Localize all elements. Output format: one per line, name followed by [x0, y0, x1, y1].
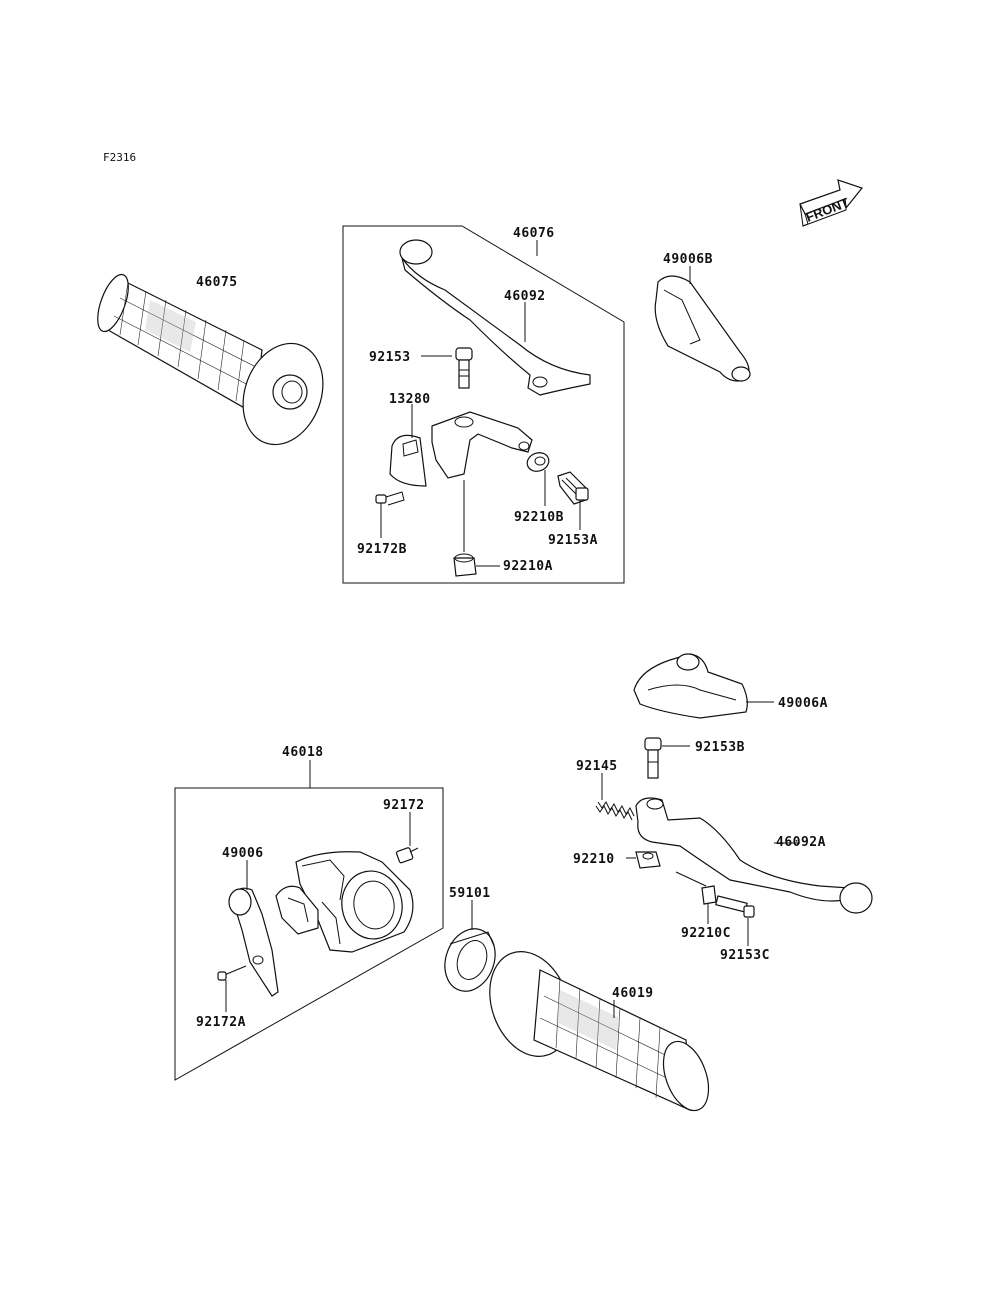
throttle-housing — [295, 851, 414, 953]
label-92153B: 92153B — [695, 740, 745, 755]
lever-46092A — [635, 797, 873, 914]
lever-cover-49006B — [654, 275, 751, 382]
label-46092: 46092 — [504, 289, 546, 304]
adjuster-nut-92210C — [701, 885, 717, 905]
right-grip-46019 — [489, 951, 710, 1112]
adjuster-bolt-92153A — [557, 471, 589, 505]
throttle-assembly-frame — [174, 787, 444, 1081]
label-49006A: 49006A — [778, 696, 828, 711]
lever-bolt-92153B — [644, 737, 662, 779]
label-92153A: 92153A — [548, 533, 598, 548]
spring-92145 — [595, 801, 635, 821]
label-92172B: 92172B — [357, 542, 407, 557]
lever-bolt-92153 — [455, 347, 473, 389]
cover-screw-92172A — [217, 965, 247, 981]
label-46019: 46019 — [612, 986, 654, 1001]
throttle-collar-59101 — [444, 928, 496, 992]
holder-bolt-92172B — [375, 491, 405, 512]
label-49006: 49006 — [222, 846, 264, 861]
adjuster-bolt-92153C — [715, 895, 755, 918]
front-arrow-icon: FRONT — [799, 179, 864, 227]
label-92153: 92153 — [369, 350, 411, 365]
adjuster-nut-92210B — [526, 452, 550, 472]
upper-assembly-frame — [342, 225, 625, 584]
left-grip-46075 — [97, 273, 324, 446]
label-46075: 46075 — [196, 275, 238, 290]
holder-clamp-13280 — [389, 434, 427, 487]
label-92153C: 92153C — [720, 948, 770, 963]
label-46092A: 46092A — [776, 835, 826, 850]
label-49006B: 49006B — [663, 252, 713, 267]
label-13280: 13280 — [389, 392, 431, 407]
label-92172: 92172 — [383, 798, 425, 813]
throttle-cover-49006 — [228, 887, 279, 997]
throttle-inner-piece — [275, 885, 319, 935]
figure-code: F2316 — [103, 151, 136, 164]
label-92145: 92145 — [576, 759, 618, 774]
label-92172A: 92172A — [196, 1015, 246, 1030]
label-92210C: 92210C — [681, 926, 731, 941]
label-92210A: 92210A — [503, 559, 553, 574]
label-46018: 46018 — [282, 745, 324, 760]
lever-cover-49006A — [633, 653, 748, 719]
clutch-lever-46092 — [399, 239, 591, 396]
label-46076: 46076 — [513, 226, 555, 241]
label-92210B: 92210B — [514, 510, 564, 525]
nut-92210A — [453, 553, 477, 577]
label-59101: 59101 — [449, 886, 491, 901]
label-92210: 92210 — [573, 852, 615, 867]
lever-holder — [431, 411, 533, 479]
nut-92210 — [635, 851, 661, 869]
throttle-screw-92172 — [395, 847, 419, 864]
